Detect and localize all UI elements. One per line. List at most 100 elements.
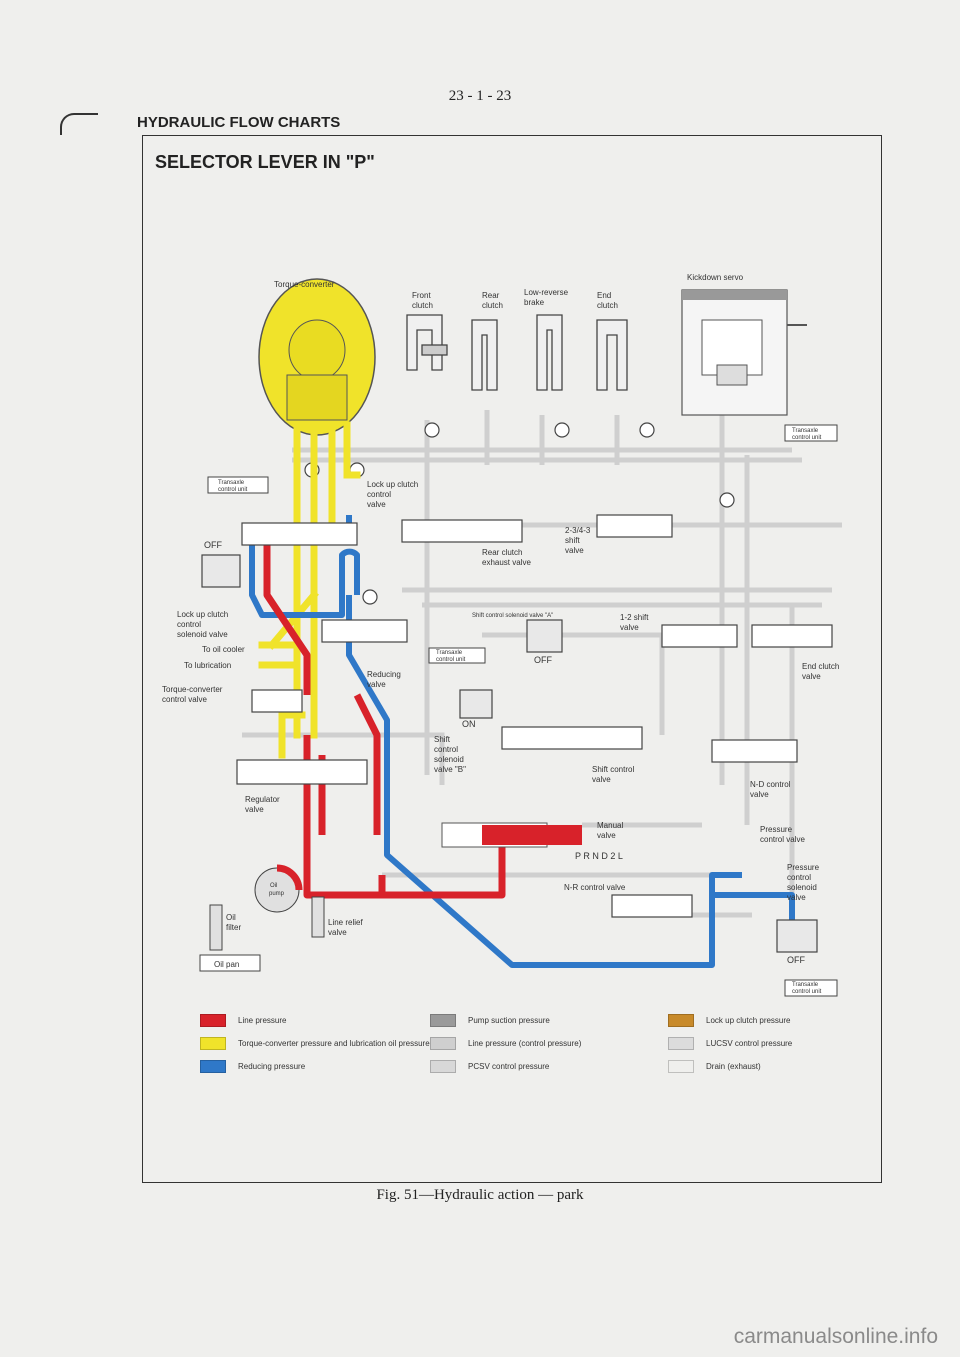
- label-lus-3: solenoid valve: [177, 630, 228, 639]
- label-lus-1: Lock up clutch: [177, 610, 228, 619]
- label-oil-pump-1: Oil: [270, 883, 277, 889]
- reducing-pressure-lines: [249, 515, 795, 968]
- label-oil-pump-2: pump: [269, 891, 285, 897]
- label-tcu-1b: control unit: [792, 435, 822, 441]
- label-tcu-1a: Transaxle: [792, 428, 819, 434]
- legend-item: Line pressure (control pressure): [430, 1037, 581, 1050]
- rear-clutch-exhaust-valve: [401, 519, 523, 543]
- label-pcsv-2: control: [787, 873, 811, 882]
- legend-swatch: [668, 1060, 694, 1073]
- label-ssb-4: valve "B": [434, 765, 466, 774]
- label-rcev-2: exhaust valve: [482, 558, 531, 567]
- label-tcu-3b: control unit: [436, 657, 466, 663]
- label-nd-1: N-D control: [750, 780, 791, 789]
- label-to-lubrication: To lubrication: [184, 661, 231, 670]
- label-12-2: valve: [620, 623, 639, 632]
- label-oil-filter-1: Oil: [226, 913, 236, 922]
- label-low-reverse-1: Low-reverse: [524, 288, 569, 297]
- legend-item: LUCSV control pressure: [668, 1037, 792, 1050]
- label-luc-valve-1: Lock up clutch: [367, 480, 418, 489]
- label-rear-clutch-1: Rear: [482, 291, 500, 300]
- label-line-relief-2: valve: [328, 928, 347, 937]
- label-to-oil-cooler: To oil cooler: [202, 645, 245, 654]
- label-nd-2: valve: [750, 790, 769, 799]
- torque-converter: [258, 278, 376, 436]
- label-front-clutch-1: Front: [412, 291, 431, 300]
- nr-control-valve-body: [611, 894, 693, 918]
- legend-label: Drain (exhaust): [706, 1062, 761, 1071]
- label-pcsv-1: Pressure: [787, 863, 820, 872]
- label-reducing-1: Reducing: [367, 670, 401, 679]
- figure-caption: Fig. 51—Hydraulic action — park: [376, 1187, 584, 1203]
- legend-label: Torque-converter pressure and lubricatio…: [238, 1039, 430, 1048]
- label-tcu-2a: Transaxle: [218, 480, 245, 486]
- label-234-1: 2-3/4-3: [565, 526, 591, 535]
- tc-control-valve-body: [251, 689, 303, 713]
- label-tcu-4a: Transaxle: [792, 982, 819, 988]
- label-pcsv-4: valve: [787, 893, 806, 902]
- watermark: carmanualsonline.info: [733, 1325, 938, 1348]
- legend-item: Torque-converter pressure and lubricatio…: [200, 1037, 430, 1050]
- legend-label: Line pressure: [238, 1016, 287, 1025]
- label-oil-pan: Oil pan: [214, 960, 239, 969]
- label-on: ON: [462, 719, 476, 729]
- page-number: 23 - 1 - 23: [448, 88, 512, 104]
- label-off-1: OFF: [204, 540, 222, 550]
- regulator-valve-body: [236, 759, 368, 785]
- legend-label: Lock up clutch pressure: [706, 1016, 791, 1025]
- legend-swatch: [200, 1037, 226, 1050]
- label-front-clutch-2: clutch: [412, 301, 433, 310]
- hydraulic-circuit-diagram: Torque-converter Front clutch Rear clutc…: [162, 273, 842, 997]
- label-prnd2l: P R N D 2 L: [575, 851, 623, 861]
- front-clutch: [406, 314, 448, 371]
- label-rear-clutch-2: clutch: [482, 301, 503, 310]
- torque-converter-pressure-lines: [258, 421, 361, 759]
- label-end-clutch-2: clutch: [597, 301, 618, 310]
- label-manual-2: valve: [597, 831, 616, 840]
- oil-pan: [199, 954, 261, 972]
- label-ssb-3: solenoid: [434, 755, 464, 764]
- label-234-3: valve: [565, 546, 584, 555]
- legend-label: LUCSV control pressure: [706, 1039, 793, 1048]
- label-pcv-1: Pressure: [760, 825, 793, 834]
- label-12-1: 1-2 shift: [620, 613, 649, 622]
- lock-up-clutch-control-valve: [241, 522, 358, 546]
- legend-label: Pump suction pressure: [468, 1016, 550, 1025]
- label-oil-filter-2: filter: [226, 923, 241, 932]
- label-tcu-3a: Transaxle: [436, 650, 463, 656]
- shift-valve-12: [661, 624, 738, 648]
- kickdown-servo: [681, 289, 807, 416]
- label-low-reverse-2: brake: [524, 298, 545, 307]
- legend-swatch: [430, 1014, 456, 1027]
- line-relief-valve: [311, 896, 325, 938]
- label-tcv-2: control valve: [162, 695, 207, 704]
- label-luc-valve-2: control: [367, 490, 391, 499]
- oil-filter: [209, 904, 223, 951]
- label-torque-converter: Torque-converter: [274, 280, 335, 289]
- label-kickdown-servo: Kickdown servo: [687, 273, 744, 282]
- label-line-relief-1: Line relief: [328, 918, 363, 927]
- label-solenoid-a: Shift control solenoid valve "A": [472, 613, 553, 619]
- legend-item: Reducing pressure: [200, 1060, 305, 1073]
- label-ssb-2: control: [434, 745, 458, 754]
- label-234-2: shift: [565, 536, 580, 545]
- label-manual-1: Manual: [597, 821, 623, 830]
- label-rcev-1: Rear clutch: [482, 548, 522, 557]
- nd-control-valve-body: [711, 739, 798, 763]
- diagram-labels: Torque-converter Front clutch Rear clutc…: [162, 273, 839, 995]
- manual-valve: [441, 822, 582, 848]
- shift-valve-234: [596, 514, 673, 538]
- legend-label: PCSV control pressure: [468, 1062, 550, 1071]
- corner-mark: [60, 113, 98, 135]
- oil-pump: [254, 864, 303, 913]
- label-off-3: OFF: [787, 955, 805, 965]
- rear-clutch: [471, 319, 498, 391]
- label-end-clutch-1: End: [597, 291, 611, 300]
- legend-swatch: [200, 1060, 226, 1073]
- label-tcu-2b: control unit: [218, 487, 248, 493]
- label-ssb-1: Shift: [434, 735, 451, 744]
- legend-item: PCSV control pressure: [430, 1060, 549, 1073]
- label-lus-2: control: [177, 620, 201, 629]
- legend: Line pressure Pump suction pressure Lock…: [200, 1010, 880, 1080]
- label-pcv-2: control valve: [760, 835, 805, 844]
